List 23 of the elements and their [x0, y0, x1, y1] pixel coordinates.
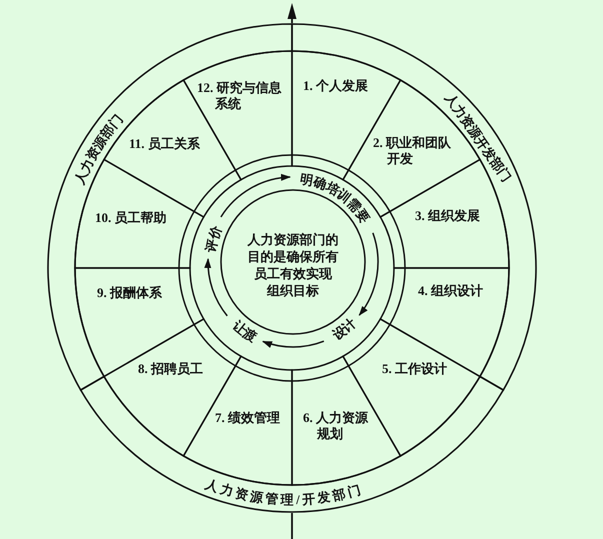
sector-label: 6. 人力资源规划 [303, 410, 370, 442]
sector-label: 7. 绩效管理 [215, 410, 280, 426]
sector-label: 12. 研究与信息系统 [197, 80, 282, 112]
sector-label: 3. 组织发展 [415, 208, 480, 224]
sector-label: 11. 员工关系 [129, 136, 200, 152]
cycle-label: 明确培训需要 [299, 171, 373, 226]
sector-label: 4. 组织设计 [418, 283, 483, 299]
cycle-label: 让渡 [230, 318, 260, 345]
sector-label: 8. 招聘员工 [138, 361, 203, 377]
sector-label: 9. 报酬体系 [97, 285, 162, 301]
center-text: 人力资源部门的目的是确保所有员工有效实现组织目标 [248, 231, 338, 299]
cycle-arrow [220, 174, 292, 218]
sector-label: 5. 工作设计 [382, 361, 447, 377]
band-label: 人力资源部门 [72, 111, 126, 186]
cycle-arrow [262, 340, 324, 348]
cycle-arrow [204, 258, 228, 316]
band-label: 人力资源管理/开发部门 [204, 476, 365, 508]
sector-label: 2. 职业和团队开发 [373, 135, 452, 167]
sector-label: 1. 个人发展 [303, 78, 368, 94]
cycle-label: 设计 [330, 315, 359, 343]
cycle-arrow [358, 232, 379, 316]
cycle-label: 评价 [202, 224, 224, 254]
sector-label: 10. 员工帮助 [95, 210, 166, 226]
